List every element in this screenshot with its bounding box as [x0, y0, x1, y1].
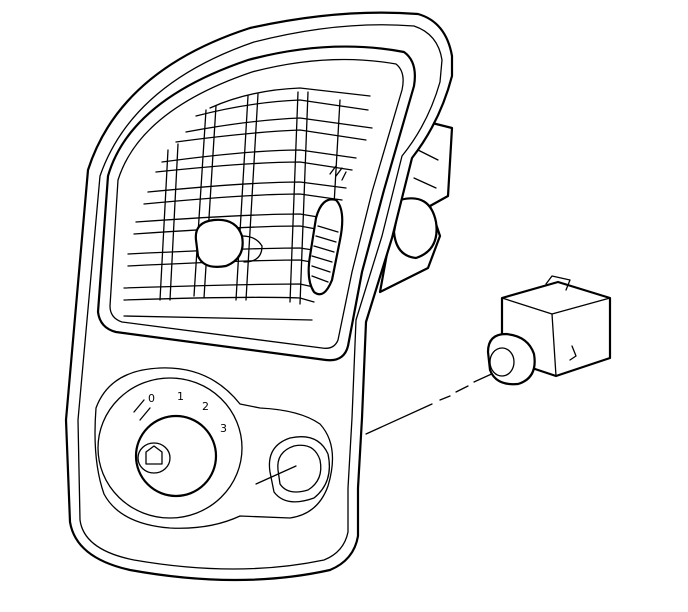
dial-position-3: 3 — [220, 422, 227, 435]
switch-cavity — [268, 436, 331, 503]
dial-position-2: 2 — [202, 400, 209, 413]
dial-position-0: 0 — [148, 392, 155, 405]
dial-position-1: 1 — [177, 390, 184, 403]
dial-position-labels: 0 1 2 3 — [148, 390, 227, 435]
blower-switch-module — [486, 275, 612, 386]
blower-control — [94, 367, 334, 529]
air-outlet — [96, 45, 416, 362]
